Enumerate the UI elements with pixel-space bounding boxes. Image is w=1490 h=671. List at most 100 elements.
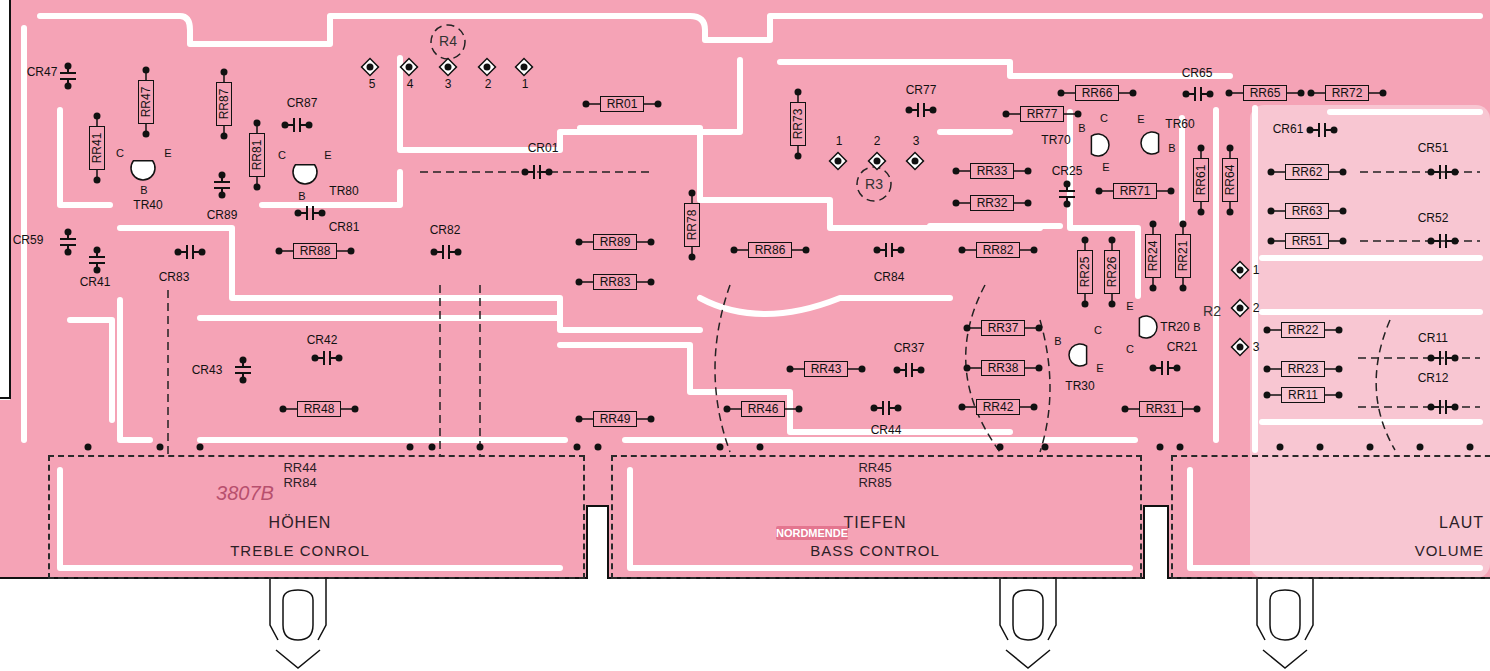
control-region: LAUTVOLUME — [1171, 455, 1490, 579]
pin-pad — [869, 153, 886, 170]
solder-pad — [1428, 355, 1435, 362]
copper-area — [0, 0, 1490, 578]
solder-pad — [1268, 238, 1275, 245]
pin-pad — [401, 59, 418, 76]
resistor-symbol: RR62 — [1285, 164, 1329, 180]
connector-pad — [997, 444, 1004, 451]
capacitor-symbol — [434, 245, 458, 259]
part-label: RR61 — [1195, 165, 1208, 196]
solder-pad — [94, 113, 101, 120]
capacitor-symbol — [1310, 123, 1334, 137]
resistor-symbol: RR31 — [1139, 401, 1183, 417]
transistor-symbol — [131, 161, 155, 180]
part-label: RR77 — [1027, 108, 1058, 121]
part-label: RR81 — [251, 140, 264, 171]
copper-area — [1250, 105, 1490, 578]
solder-pad — [1264, 392, 1271, 399]
solder-pad — [1237, 344, 1244, 351]
logo-text: NORDMENDE — [776, 526, 848, 540]
capacitor-symbol — [315, 351, 339, 365]
solder-pad — [280, 406, 287, 413]
connector-pad — [1277, 444, 1284, 451]
part-label: RR48 — [304, 403, 335, 416]
pin-pad — [516, 59, 533, 76]
part-label: RR44 RR84 — [283, 460, 316, 490]
solder-pad — [1207, 91, 1214, 98]
resistor-symbol: RR01 — [600, 96, 644, 112]
solder-pad — [1198, 209, 1205, 216]
part-label: RR45 RR85 — [858, 460, 891, 490]
solder-pad — [306, 122, 313, 129]
connector-pad — [1157, 444, 1164, 451]
solder-pad — [1452, 355, 1459, 362]
part-label: CR41 — [80, 275, 111, 289]
solder-pad — [1130, 90, 1137, 97]
resistor-symbol: RR61 — [1193, 158, 1209, 202]
part-label: CR43 — [192, 363, 223, 377]
paper — [0, 579, 1490, 671]
board-slot — [587, 506, 608, 579]
capacitor-symbol — [525, 165, 549, 179]
resistor-symbol: RR89 — [593, 234, 637, 250]
solder-pad — [65, 249, 72, 256]
transistor-symbol — [1139, 316, 1157, 338]
capacitor-symbol — [874, 401, 898, 415]
solder-pad — [1031, 404, 1038, 411]
part-label: CR84 — [874, 270, 905, 284]
part-label: CR89 — [207, 208, 238, 222]
connector-pad — [157, 444, 164, 451]
solder-pad — [1237, 305, 1244, 312]
solder-pad — [352, 406, 359, 413]
connector-pad — [1317, 444, 1324, 451]
part-label: RR51 — [1292, 235, 1323, 248]
transistor-pin: E — [1137, 112, 1144, 126]
part-label: RR37 — [988, 322, 1019, 335]
control-label: TIEFEN — [844, 514, 907, 532]
transistor-symbol — [1091, 134, 1109, 156]
connector-pad — [429, 444, 436, 451]
part-label: CR21 — [1167, 340, 1198, 354]
part-label: RR64 — [1224, 165, 1237, 196]
resistor-symbol: RR72 — [1325, 85, 1369, 101]
solder-pad — [455, 249, 462, 256]
resistor-symbol: RR48 — [297, 401, 341, 417]
solder-pad — [522, 169, 529, 176]
solder-pad — [1174, 365, 1181, 372]
solder-pad — [576, 279, 583, 286]
capacitor-symbol — [1153, 361, 1177, 375]
part-label: RR01 — [607, 98, 638, 111]
potentiometer-shafts — [270, 578, 1313, 668]
solder-pad — [240, 377, 247, 384]
resistor-symbol: RR21 — [1175, 234, 1191, 278]
resistor-symbol: RR49 — [593, 411, 637, 427]
control-label: TREBLE CONROL — [230, 542, 370, 559]
solder-pad — [1036, 365, 1043, 372]
solder-pad — [835, 158, 842, 165]
part-label: RR38 — [988, 362, 1019, 375]
solder-pad — [312, 355, 319, 362]
solder-pad — [898, 247, 905, 254]
connector-pad — [407, 444, 414, 451]
solder-pad — [1452, 404, 1459, 411]
solder-pad — [1075, 111, 1082, 118]
transistor-symbol — [293, 165, 317, 184]
solder-pad — [1340, 208, 1347, 215]
part-label: RR82 — [983, 244, 1014, 257]
connector-pad — [1467, 444, 1474, 451]
solder-pad — [1227, 145, 1234, 152]
solder-pad — [964, 365, 971, 372]
capacitor-symbol — [1431, 234, 1455, 248]
part-label: RR47 — [140, 87, 153, 118]
resistor-symbol: RR38 — [981, 360, 1025, 376]
resistor-symbol: RR42 — [976, 399, 1020, 415]
transistor-pin: B — [1078, 121, 1085, 135]
solder-pad — [953, 168, 960, 175]
solder-pad — [796, 406, 803, 413]
resistor-symbol: RR64 — [1222, 158, 1238, 202]
pin-pad — [1232, 339, 1249, 356]
control-label: BASS CONTROL — [810, 542, 940, 559]
solder-pad — [348, 248, 355, 255]
solder-pad — [576, 239, 583, 246]
part-label: RR26 — [1106, 257, 1119, 288]
resistor-symbol: RR81 — [249, 133, 265, 177]
